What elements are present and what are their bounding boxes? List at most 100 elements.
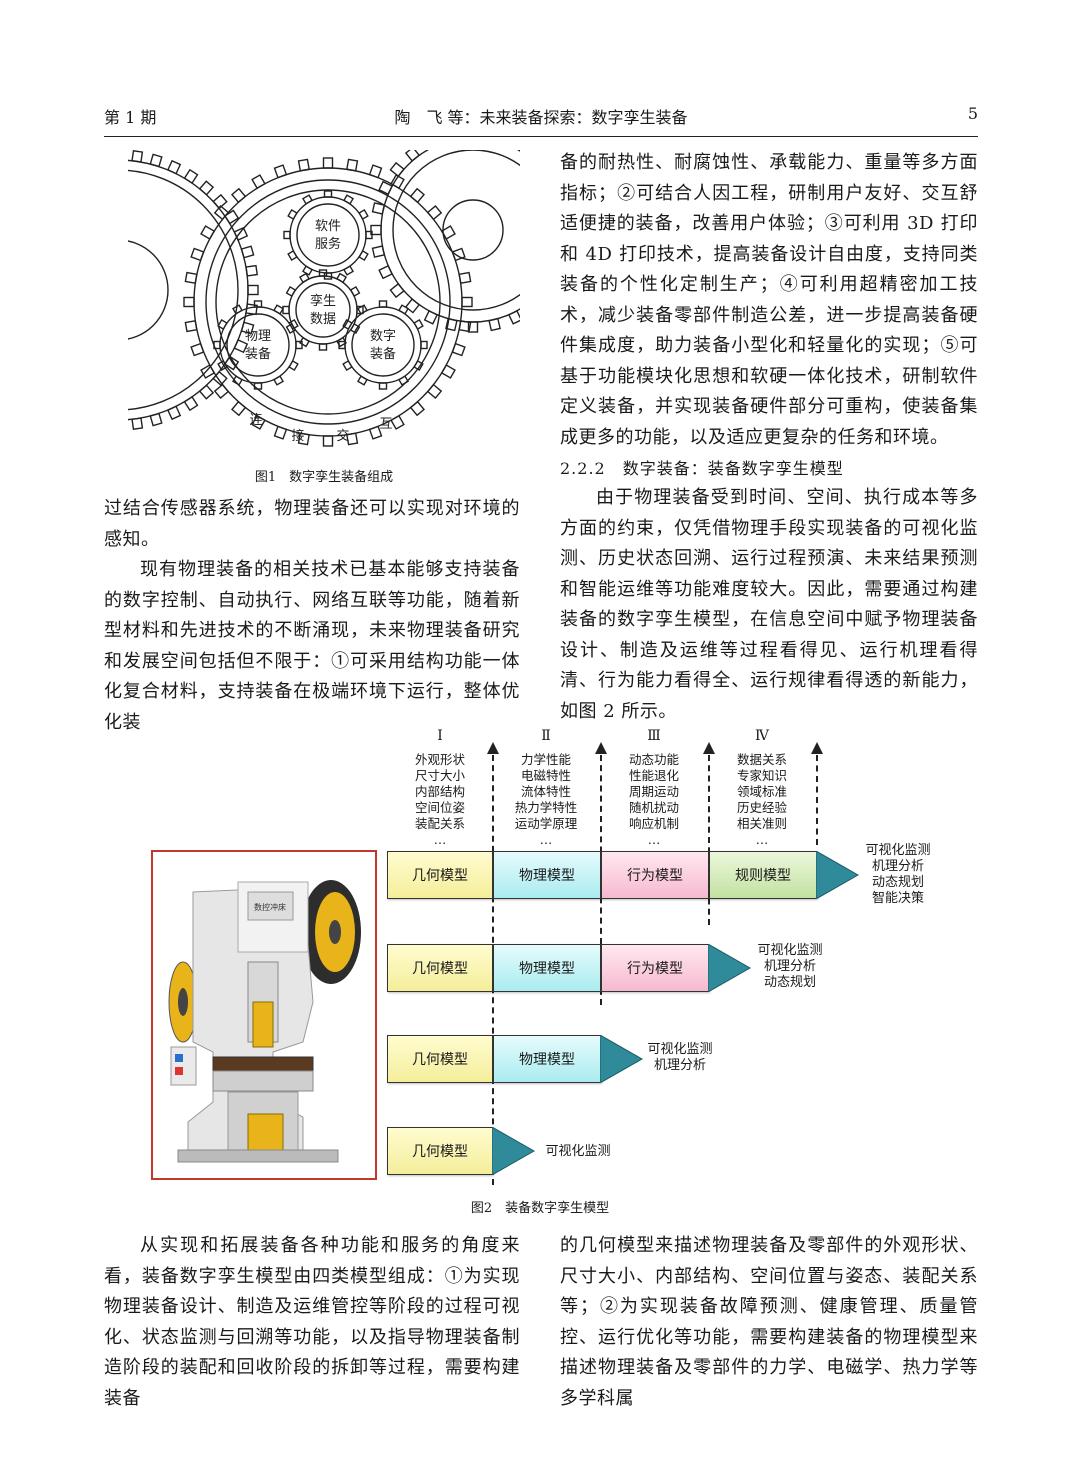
- output-item: 机理分析: [653, 1058, 706, 1073]
- software-label-1: 软件: [315, 219, 341, 234]
- gear-tooth: [299, 336, 310, 348]
- gear-tooth: [458, 320, 472, 333]
- ring-label-0: 连: [249, 412, 262, 428]
- gear-tooth: [342, 319, 353, 330]
- output-item: 机理分析: [871, 859, 924, 874]
- col-list-item: 装配关系: [414, 816, 465, 831]
- twin-data-label-2: 数据: [310, 312, 336, 327]
- gear-tooth: [389, 161, 405, 178]
- gear-tooth: [149, 153, 163, 168]
- gear-tooth: [217, 319, 228, 330]
- col-list-item: 内部结构: [414, 784, 465, 799]
- gear-tooth: [451, 247, 466, 262]
- right-paragraph-1: 备的耐热性、耐腐蚀性、承载能力、重量等多方面指标；②可结合人因工程，研制用户友好…: [560, 152, 978, 448]
- row2-geometry-model: 几何模型: [387, 944, 493, 992]
- digital-label-1: 数字: [370, 329, 396, 344]
- gear-tooth: [273, 304, 284, 315]
- dashed-line-2: [600, 755, 602, 1005]
- col-list-item: 专家知识: [736, 768, 787, 783]
- physical-label-2: 装备: [245, 346, 271, 362]
- gear-tooth: [295, 340, 303, 350]
- physical-label-1: 物理: [245, 329, 271, 344]
- gear-tooth: [288, 360, 299, 371]
- ring-label-2: 交: [336, 428, 349, 444]
- row3-geometry-model: 几何模型: [387, 1035, 493, 1083]
- gear-tooth: [370, 224, 382, 236]
- gear-tooth: [200, 225, 216, 240]
- gear-tooth: [213, 383, 230, 399]
- running-title: 陶 飞 等：未来装备探索：数字孪生装备: [394, 108, 688, 127]
- output-item: 可视化监测: [545, 1144, 611, 1159]
- gear-tooth: [299, 272, 310, 284]
- gear-tooth: [232, 375, 243, 386]
- row2-outputs: 可视化监测机理分析动态规划: [750, 943, 830, 991]
- col-list-item: …: [647, 832, 661, 847]
- dashed-line-1: [492, 755, 494, 1185]
- gear-tooth: [346, 158, 359, 172]
- gear-tooth: [231, 187, 247, 204]
- gear-tooth: [223, 355, 240, 371]
- output-item: 可视化监测: [647, 1042, 713, 1057]
- col-numeral-4: Ⅳ: [755, 728, 769, 744]
- row1-rule-model: 规则模型: [709, 851, 817, 899]
- gear-tooth: [322, 157, 334, 169]
- gear-tooth: [213, 340, 221, 350]
- gear-tooth: [451, 342, 466, 357]
- gear-tooth: [343, 194, 354, 205]
- gear-tooth: [423, 310, 439, 325]
- gear-tooth: [507, 310, 520, 325]
- col-list-item: 空间位姿: [414, 800, 465, 815]
- row1-physics-model: 物理模型: [493, 851, 601, 899]
- left-paragraph-2: 现有物理装备的相关技术已基本能够支持装备的数字控制、自动执行、网络互联等功能，随…: [104, 559, 520, 733]
- gear-tooth: [198, 384, 215, 400]
- gear-tooth: [288, 319, 299, 330]
- gear-tooth: [297, 158, 310, 172]
- gear-tooth: [390, 174, 405, 190]
- dashed-line-3: [708, 755, 710, 925]
- gear-tooth: [404, 298, 421, 314]
- gear-tooth: [273, 164, 288, 179]
- gear-tooth: [166, 405, 182, 421]
- ring-label-3: 互: [379, 417, 392, 432]
- output-item: 动态规划: [871, 875, 924, 890]
- gear-tooth: [371, 202, 386, 215]
- col-numeral-3: Ⅲ: [647, 728, 661, 744]
- gear-tooth: [378, 382, 388, 390]
- gear-tooth: [346, 432, 359, 446]
- gear-tooth: [253, 300, 263, 308]
- gear-tooth: [440, 225, 456, 240]
- output-item: 可视化监测: [865, 843, 931, 858]
- gear-tooth: [251, 414, 266, 430]
- gear-physical: [219, 306, 297, 384]
- gear-tooth: [349, 286, 361, 297]
- issue-number: 第 1 期: [104, 108, 157, 127]
- gear-tooth: [183, 296, 195, 308]
- gear-tooth: [461, 296, 473, 308]
- press-label: 数控冲床: [254, 902, 286, 912]
- gear-tooth: [212, 193, 228, 210]
- output-item: 智能决策: [871, 891, 924, 906]
- col-list-item: 数据关系: [736, 752, 787, 767]
- col-numeral-2: Ⅱ: [541, 728, 551, 744]
- col-list-2: 力学性能电磁特性流体特性热力学特性运动学原理…: [500, 752, 592, 848]
- gear-tooth: [287, 250, 298, 261]
- row1-arrow-tip: [816, 851, 860, 899]
- gear-tooth: [357, 375, 368, 386]
- row1-outputs: 可视化监测机理分析动态规划智能决策: [858, 843, 938, 907]
- row2-arrow-tip: [708, 944, 752, 992]
- gear-tooth: [426, 205, 443, 221]
- gear-tooth: [409, 400, 425, 417]
- punch-press-illustration: 数控冲床: [153, 852, 375, 1178]
- punch-press-image-frame: 数控冲床: [151, 850, 377, 1180]
- gear-tooth: [413, 319, 424, 330]
- gear-tooth: [212, 370, 228, 387]
- twin-data-label-1: 孪生: [310, 293, 336, 309]
- bottom-left-column: 从实现和拓展装备各种功能和服务的角度来看，装备数字孪生模型由四类模型组成：①为实…: [104, 1231, 520, 1414]
- gear-tooth: [322, 435, 334, 447]
- col-list-item: …: [539, 832, 553, 847]
- col-list-4: 数据关系专家知识领域标准历史经验相关准则…: [717, 752, 807, 848]
- col-list-item: 随机扰动: [628, 800, 679, 815]
- arrowhead-1: [487, 742, 499, 754]
- output-item: 机理分析: [763, 959, 816, 974]
- figure-2-caption: 图2 装备数字孪生模型: [470, 1201, 610, 1216]
